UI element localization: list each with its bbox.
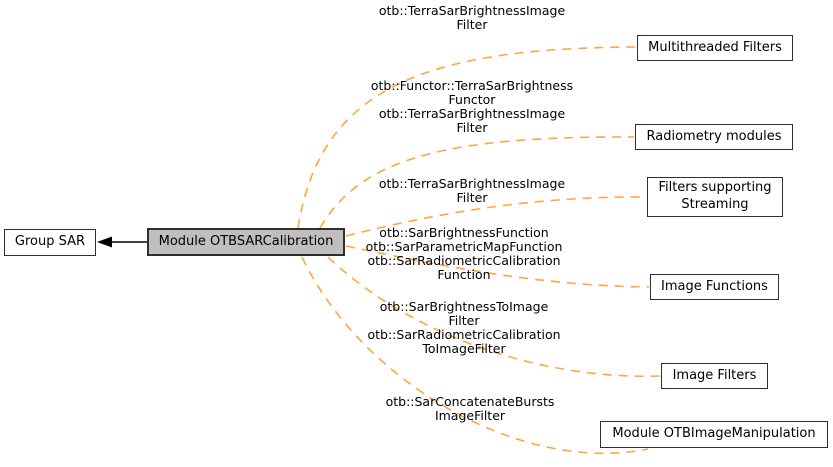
edge-curve-image-functions — [345, 245, 650, 288]
edge-label-line: otb::SarBrightnessToImage — [379, 299, 549, 314]
node-image-filters[interactable]: Image Filters — [661, 363, 768, 389]
edge-label-radiometry-modules: otb::Functor::TerraSarBrightness Functor… — [371, 79, 573, 135]
node-filters-supporting-streaming-label: Filters supporting Streaming — [658, 180, 772, 212]
node-radiometry-modules-label: Radiometry modules — [646, 128, 782, 144]
edge-label-line: Filter — [456, 190, 488, 205]
node-multithreaded-filters[interactable]: Multithreaded Filters — [637, 35, 793, 61]
edge-label-image-filters: otb::SarBrightnessToImage Filter otb::Sa… — [367, 300, 560, 356]
edge-label-multithreaded-filters: otb::TerraSarBrightnessImage Filter — [379, 4, 565, 32]
node-module-otbimagemanipulation-label: Module OTBImageManipulation — [612, 426, 816, 442]
edge-label-line: otb::SarConcatenateBursts — [385, 394, 555, 409]
edge-label-line: otb::TerraSarBrightnessImage — [378, 3, 566, 18]
node-multithreaded-filters-label: Multithreaded Filters — [648, 39, 782, 55]
edge-label-line: Functor — [448, 92, 496, 107]
node-module-otbimagemanipulation[interactable]: Module OTBImageManipulation — [600, 421, 828, 448]
edge-label-line: Filter — [448, 313, 480, 328]
edge-label-line: ImageFilter — [434, 408, 506, 423]
edge-label-filters-supporting-streaming: otb::TerraSarBrightnessImage Filter — [379, 177, 565, 205]
edge-curve-image-filters — [327, 256, 661, 378]
node-module-otbsarcalibration: Module OTBSARCalibration — [147, 228, 345, 256]
node-group-sar[interactable]: Group SAR — [4, 229, 96, 256]
edge-label-line: Function — [437, 267, 491, 282]
edge-label-image-functions: otb::SarBrightnessFunction otb::SarParam… — [366, 226, 563, 282]
node-filters-supporting-streaming[interactable]: Filters supporting Streaming — [647, 177, 783, 217]
edge-label-line: ToImageFilter — [422, 341, 506, 356]
edge-curve-multithreaded-filters — [297, 46, 637, 229]
edge-label-line: Filter — [456, 120, 488, 135]
edge-label-line: Filter — [456, 17, 488, 32]
node-radiometry-modules[interactable]: Radiometry modules — [635, 124, 793, 150]
edge-label-module-otbimagemanipulation: otb::SarConcatenateBursts ImageFilter — [386, 395, 555, 423]
arrowhead-group-sar — [97, 236, 112, 248]
edge-label-line: otb::SarBrightnessFunction — [379, 225, 549, 240]
edge-label-line: otb::SarParametricMapFunction — [365, 239, 563, 254]
node-image-filters-label: Image Filters — [672, 367, 757, 383]
node-group-sar-label: Group SAR — [14, 234, 86, 250]
node-image-functions[interactable]: Image Functions — [650, 274, 779, 300]
node-image-functions-label: Image Functions — [661, 278, 768, 294]
edge-label-line: otb::TerraSarBrightnessImage — [378, 176, 566, 191]
edge-label-line: otb::SarRadiometricCalibration — [367, 327, 561, 342]
edge-label-line: otb::TerraSarBrightnessImage — [378, 106, 566, 121]
node-module-otbsarcalibration-label: Module OTBSARCalibration — [158, 233, 334, 249]
edge-curve-module-otbimagemanipulation — [301, 256, 649, 454]
edge-label-line: otb::Functor::TerraSarBrightness — [370, 78, 574, 93]
edge-label-line: otb::SarRadiometricCalibration — [367, 253, 561, 268]
edge-curve-filters-supporting-streaming — [345, 196, 647, 237]
